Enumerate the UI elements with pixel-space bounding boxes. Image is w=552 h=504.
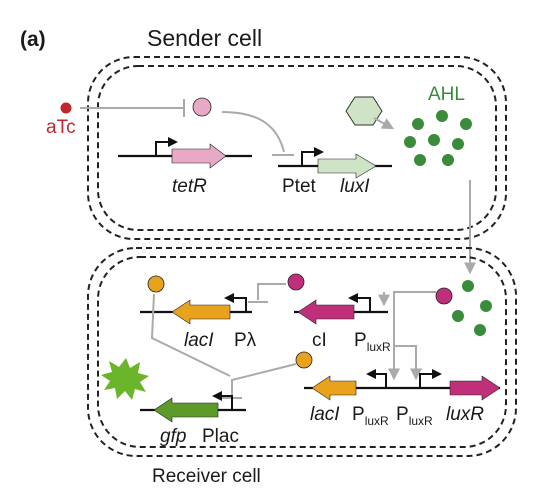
ahl-molecules-receiver (452, 280, 492, 336)
gfp-gene-label: gfp (160, 426, 186, 447)
ahl-molecules-sender (404, 110, 472, 166)
laci-top-gene-arrow (171, 299, 231, 325)
atc-label: aTc (46, 117, 76, 138)
laci-middle-repression-line (231, 363, 297, 396)
tetr-gene-label: tetR (172, 176, 207, 197)
sender-cell-title: Sender cell (147, 25, 262, 51)
luxi-enzyme-hexagon (345, 96, 383, 126)
ptet-label: Ptet (282, 176, 317, 197)
plac-label: Plac (202, 426, 239, 447)
p-luxr-label-2: PluxR (396, 404, 433, 428)
ahl-label: AHL (428, 84, 465, 105)
laci-bottom-gene-arrow (311, 375, 357, 401)
sender-cell-membrane (87, 56, 507, 240)
laci-protein-top (147, 275, 165, 293)
tetr-protein (192, 97, 212, 117)
laci-top-repression-line (150, 293, 231, 377)
ci-gene-arrow (297, 299, 355, 325)
p-luxr-promoter-right (419, 369, 442, 388)
gfp-gene-arrow (153, 397, 219, 423)
gfp-glow-burst (101, 358, 149, 400)
ci-label: cI (312, 330, 327, 351)
tetr-repression-line (221, 111, 285, 153)
p-luxr-label-top: PluxR (354, 330, 391, 354)
luxr-gene-arrow (449, 375, 501, 401)
plac-promoter (212, 391, 233, 410)
ci-repression-line (257, 283, 286, 300)
atc-molecule (60, 102, 72, 114)
ptet-promoter (301, 147, 324, 166)
luxi-synthesis-arrow (373, 117, 395, 130)
receiver-cell-title: Receiver cell (152, 466, 261, 487)
luxr-gene-label: luxR (446, 404, 484, 425)
tetr-promoter (155, 137, 178, 156)
p-luxr-promoter-top (348, 293, 371, 312)
luxi-gene-label: luxI (340, 176, 370, 197)
panel-label: (a) (20, 28, 46, 51)
tetr-gene-arrow (171, 143, 227, 169)
p-lambda-label: Pλ (234, 330, 257, 351)
p-lambda-promoter (224, 293, 247, 312)
receiver-cell-membrane (87, 247, 517, 457)
atc-inhibition-line (80, 99, 185, 117)
ci-protein (287, 273, 305, 291)
receiver-dna (140, 310, 500, 412)
p-luxr-label-1: PluxR (352, 404, 389, 428)
laci-bottom-label: lacI (310, 404, 340, 425)
luxr-protein (435, 287, 453, 305)
laci-protein-middle (295, 351, 313, 369)
luxr-activation-arrow-right (394, 345, 422, 381)
luxi-gene-arrow (317, 153, 377, 179)
laci-top-label: lacI (184, 330, 214, 351)
p-luxr-promoter-left (366, 369, 387, 388)
